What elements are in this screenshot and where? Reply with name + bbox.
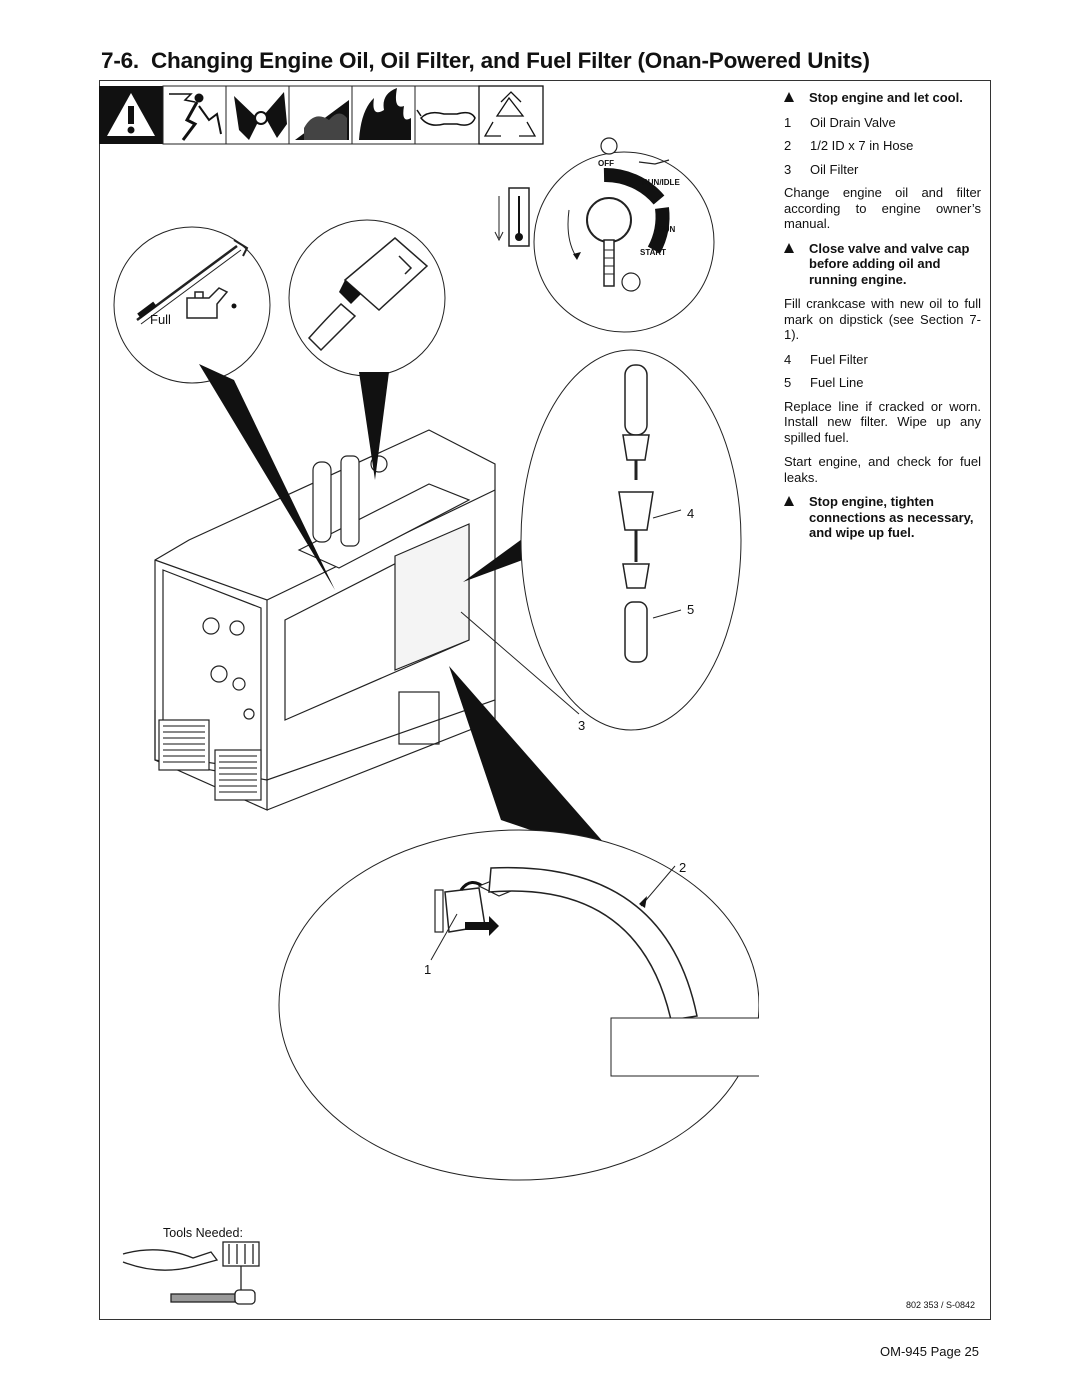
safety-icon-strip bbox=[99, 85, 544, 145]
warning-stop-engine: Stop engine and let cool. bbox=[784, 90, 981, 106]
switch-run-label: RUN bbox=[658, 225, 676, 234]
switch-run-idle-label: RUN/IDLE bbox=[642, 178, 680, 187]
page-footer: OM-945 Page 25 bbox=[880, 1344, 980, 1359]
section-title: Changing Engine Oil, Oil Filter, and Fue… bbox=[150, 48, 870, 73]
warning-triangle-icon bbox=[784, 496, 794, 506]
callout-3: 3 bbox=[578, 718, 586, 733]
fuel-filter-icon bbox=[618, 491, 654, 531]
electric-shock-icon bbox=[169, 93, 222, 141]
fire-icon bbox=[359, 88, 411, 140]
oil-fill-pointer bbox=[359, 372, 389, 480]
oil-jug-icon bbox=[343, 237, 429, 312]
maintenance-illustration bbox=[99, 85, 759, 1305]
warning-text: Stop engine, tighten connections as nece… bbox=[809, 494, 974, 540]
drain-valve-pointer bbox=[449, 666, 619, 860]
recycle-icon bbox=[478, 85, 544, 145]
moving-parts-icon bbox=[234, 92, 287, 140]
ratchet-icon bbox=[170, 1293, 236, 1303]
drawing-number: 802 353 / S-0842 bbox=[906, 1300, 976, 1310]
warning-text: Stop engine and let cool. bbox=[809, 90, 963, 105]
dipstick-pointer bbox=[199, 364, 335, 590]
pliers-icon bbox=[122, 1249, 219, 1271]
safety-glasses-icon bbox=[416, 109, 476, 126]
fuel-filter-detail bbox=[460, 349, 742, 731]
callout-4: 4 bbox=[687, 506, 695, 521]
engine-control-switch bbox=[533, 137, 715, 333]
callout-2: 2 bbox=[679, 860, 687, 875]
tools-needed-icons bbox=[122, 1241, 260, 1305]
content-frame bbox=[99, 80, 991, 1320]
warning-tighten-connections: Stop engine, tighten connections as nece… bbox=[784, 494, 981, 541]
section-heading: 7-6. Changing Engine Oil, Oil Filter, and… bbox=[101, 48, 870, 74]
instruction-paragraph: Fill crankcase with new oil to full mark… bbox=[784, 296, 981, 342]
instruction-paragraph: Change engine oil and filter according t… bbox=[784, 185, 981, 231]
dipstick-full-label: Full bbox=[150, 312, 171, 327]
tools-needed-label: Tools Needed: bbox=[163, 1226, 243, 1240]
cool-engine-indicator bbox=[494, 187, 530, 247]
warning-triangle-icon bbox=[784, 92, 794, 102]
dipstick-detail bbox=[113, 226, 271, 384]
switch-start-label: START bbox=[640, 248, 667, 257]
warning-triangle-icon bbox=[784, 242, 794, 253]
oil-fill-detail bbox=[288, 219, 446, 377]
drain-hose bbox=[488, 866, 698, 1021]
welder-generator-unit bbox=[154, 429, 496, 811]
callout-5: 5 bbox=[687, 602, 695, 617]
push-arrow-icon bbox=[465, 916, 499, 936]
warning-close-valve: Close valve and valve cap before adding … bbox=[784, 241, 981, 288]
hot-parts-icon bbox=[295, 100, 349, 140]
oil-drain-detail bbox=[278, 829, 759, 1181]
instruction-paragraph: Replace line if cracked or worn. Install… bbox=[784, 398, 981, 445]
oil-can-icon bbox=[186, 287, 229, 319]
instruction-paragraph: Start engine, and check for fuel leaks. bbox=[784, 454, 981, 485]
switch-off-label: OFF bbox=[598, 159, 614, 168]
callout-1: 1 bbox=[424, 962, 432, 977]
section-number: 7-6. bbox=[101, 48, 139, 73]
warning-text: Close valve and valve cap before adding … bbox=[809, 240, 970, 287]
